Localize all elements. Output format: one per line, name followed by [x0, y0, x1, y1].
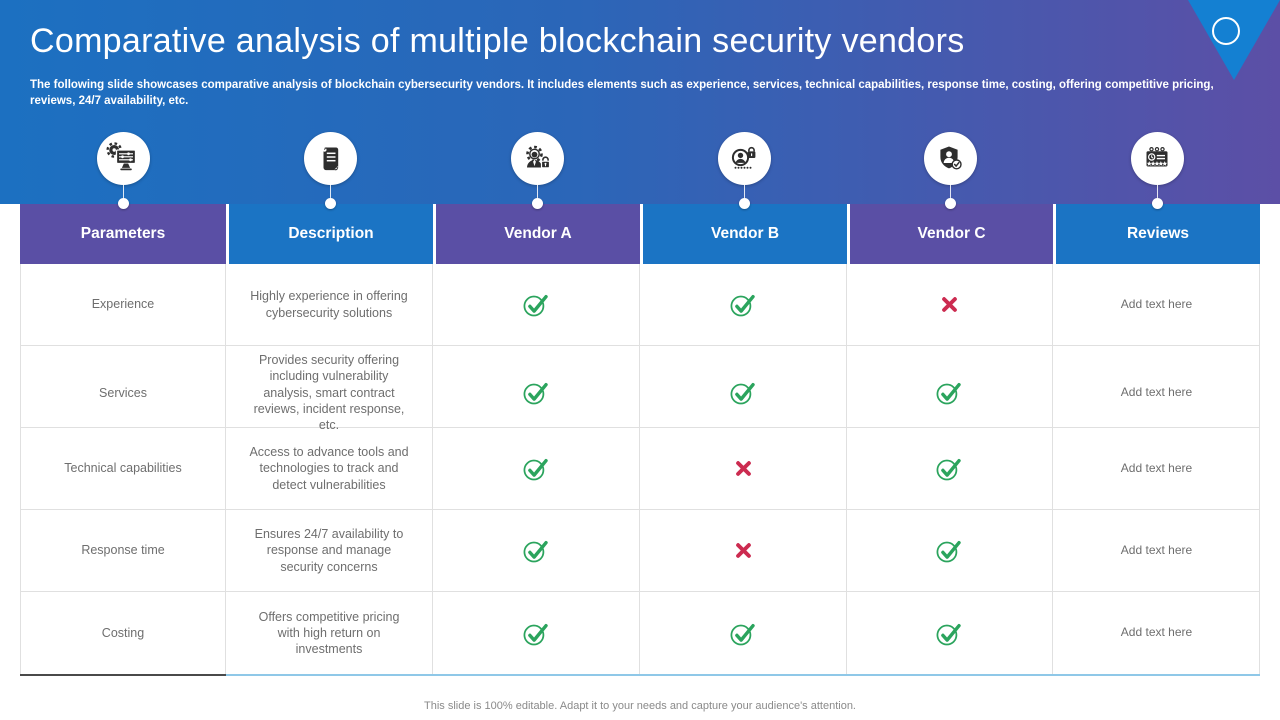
- vendor-c-mark: [847, 510, 1053, 591]
- check-icon: [523, 383, 548, 405]
- column-header-description: Description: [226, 204, 433, 264]
- review-placeholder[interactable]: Add text here: [1120, 384, 1193, 399]
- vendor-a-mark: [433, 346, 640, 440]
- connector-dot: [738, 198, 750, 209]
- decorative-circle: [1212, 17, 1240, 45]
- vendor-a-mark: [433, 264, 640, 345]
- vendor-c-mark: [847, 592, 1053, 674]
- check-icon: [730, 623, 755, 645]
- vendor-b-mark: [640, 592, 847, 674]
- connector-line: [1156, 185, 1158, 199]
- connector-line: [329, 185, 331, 199]
- parameter-cell: Response time: [21, 510, 226, 591]
- icon-circle: [96, 132, 150, 185]
- check-icon: [523, 294, 548, 317]
- table-row-technical-capabilities: Technical capabilities Access to advance…: [21, 428, 1259, 510]
- document-scroll-icon: [322, 146, 339, 170]
- vendor-b-mark: [640, 510, 847, 591]
- table-body: Experience Highly experience in offering…: [20, 264, 1260, 674]
- description-cell: Ensures 24/7 availability to response an…: [226, 510, 433, 591]
- vendor-c-mark: [847, 428, 1053, 509]
- icon-circle: [717, 132, 771, 185]
- vendor-b-mark: [640, 346, 847, 440]
- description-cell: Offers competitive pricing with high ret…: [226, 592, 433, 674]
- check-icon: [730, 294, 755, 317]
- parameter-cell: Costing: [21, 592, 226, 674]
- icon-circle: [1130, 132, 1184, 185]
- connector-line: [536, 185, 538, 199]
- column-icon-node-vendor-b: [684, 132, 804, 209]
- person-padlock-icon: [731, 146, 756, 169]
- column-header-parameters: Parameters: [20, 204, 226, 264]
- column-header-vendor-b: Vendor B: [640, 204, 847, 264]
- icon-circle: [303, 132, 357, 185]
- vendor-a-mark: [433, 428, 640, 509]
- cross-icon: [735, 543, 751, 558]
- table-bottom-border: [20, 674, 1260, 676]
- check-icon: [936, 540, 961, 563]
- check-icon: [936, 383, 961, 405]
- bottom-border-dark-segment: [20, 674, 226, 676]
- review-placeholder[interactable]: Add text here: [1120, 460, 1193, 475]
- column-icon-node-vendor-c: [890, 132, 1010, 209]
- description-cell: Highly experience in offering cybersecur…: [226, 264, 433, 345]
- review-placeholder[interactable]: Add text here: [1120, 296, 1193, 311]
- connector-dot: [117, 198, 129, 209]
- parameter-cell: Services: [21, 346, 226, 440]
- vendor-a-mark: [433, 510, 640, 591]
- person-gear-lock-icon: [526, 145, 551, 168]
- table-row-experience: Experience Highly experience in offering…: [21, 264, 1259, 346]
- shield-person-check-icon: [940, 146, 962, 170]
- connector-dot: [1151, 198, 1163, 209]
- parameter-cell: Experience: [21, 264, 226, 345]
- description-cell: Provides security offering including vul…: [226, 346, 433, 440]
- slide-title: Comparative analysis of multiple blockch…: [30, 22, 965, 60]
- column-icon-node-parameters: [63, 132, 183, 209]
- check-icon: [936, 458, 961, 481]
- icon-circle: [923, 132, 977, 185]
- table-header-row: Parameters Description Vendor A Vendor B…: [20, 204, 1260, 264]
- check-icon: [523, 458, 548, 481]
- title-banner: Comparative analysis of multiple blockch…: [0, 0, 1280, 209]
- monitor-settings-icon: [106, 141, 137, 170]
- check-icon: [523, 623, 548, 645]
- table-row-services: Services Provides security offering incl…: [21, 346, 1259, 440]
- column-header-vendor-c: Vendor C: [847, 204, 1053, 264]
- parameter-cell: Technical capabilities: [21, 428, 226, 509]
- vendor-c-mark: [847, 264, 1053, 345]
- cross-icon: [942, 297, 957, 312]
- slide-footer-note: This slide is 100% editable. Adapt it to…: [424, 700, 856, 712]
- check-icon: [523, 540, 548, 563]
- connector-line: [743, 185, 745, 199]
- column-header-reviews: Reviews: [1053, 204, 1260, 264]
- description-cell: Access to advance tools and technologies…: [226, 428, 433, 509]
- review-placeholder[interactable]: Add text here: [1120, 542, 1193, 557]
- column-icon-node-vendor-a: [477, 132, 597, 209]
- connector-line: [949, 185, 951, 199]
- review-placeholder[interactable]: Add text here: [1120, 625, 1193, 640]
- connector-dot: [944, 198, 956, 209]
- bottom-border-blue-segment: [226, 674, 1260, 676]
- vendor-a-mark: [433, 592, 640, 674]
- slide-subtitle: The following slide showcases comparativ…: [30, 79, 1214, 108]
- vendor-b-mark: [640, 428, 847, 509]
- icon-circle: [510, 132, 564, 185]
- cross-icon: [735, 461, 751, 476]
- column-icon-node-reviews: [1097, 132, 1217, 209]
- table-row-costing: Costing Offers competitive pricing with …: [21, 592, 1259, 674]
- connector-line: [122, 185, 124, 199]
- column-icon-node-description: [270, 132, 390, 209]
- vendor-b-mark: [640, 264, 847, 345]
- review-card-stars-icon: [1146, 146, 1168, 166]
- vendor-c-mark: [847, 346, 1053, 440]
- connector-dot: [324, 198, 336, 209]
- check-icon: [730, 383, 755, 405]
- table-row-response-time: Response time Ensures 24/7 availability …: [21, 510, 1259, 592]
- check-icon: [936, 623, 961, 645]
- connector-dot: [531, 198, 543, 209]
- column-header-vendor-a: Vendor A: [433, 204, 640, 264]
